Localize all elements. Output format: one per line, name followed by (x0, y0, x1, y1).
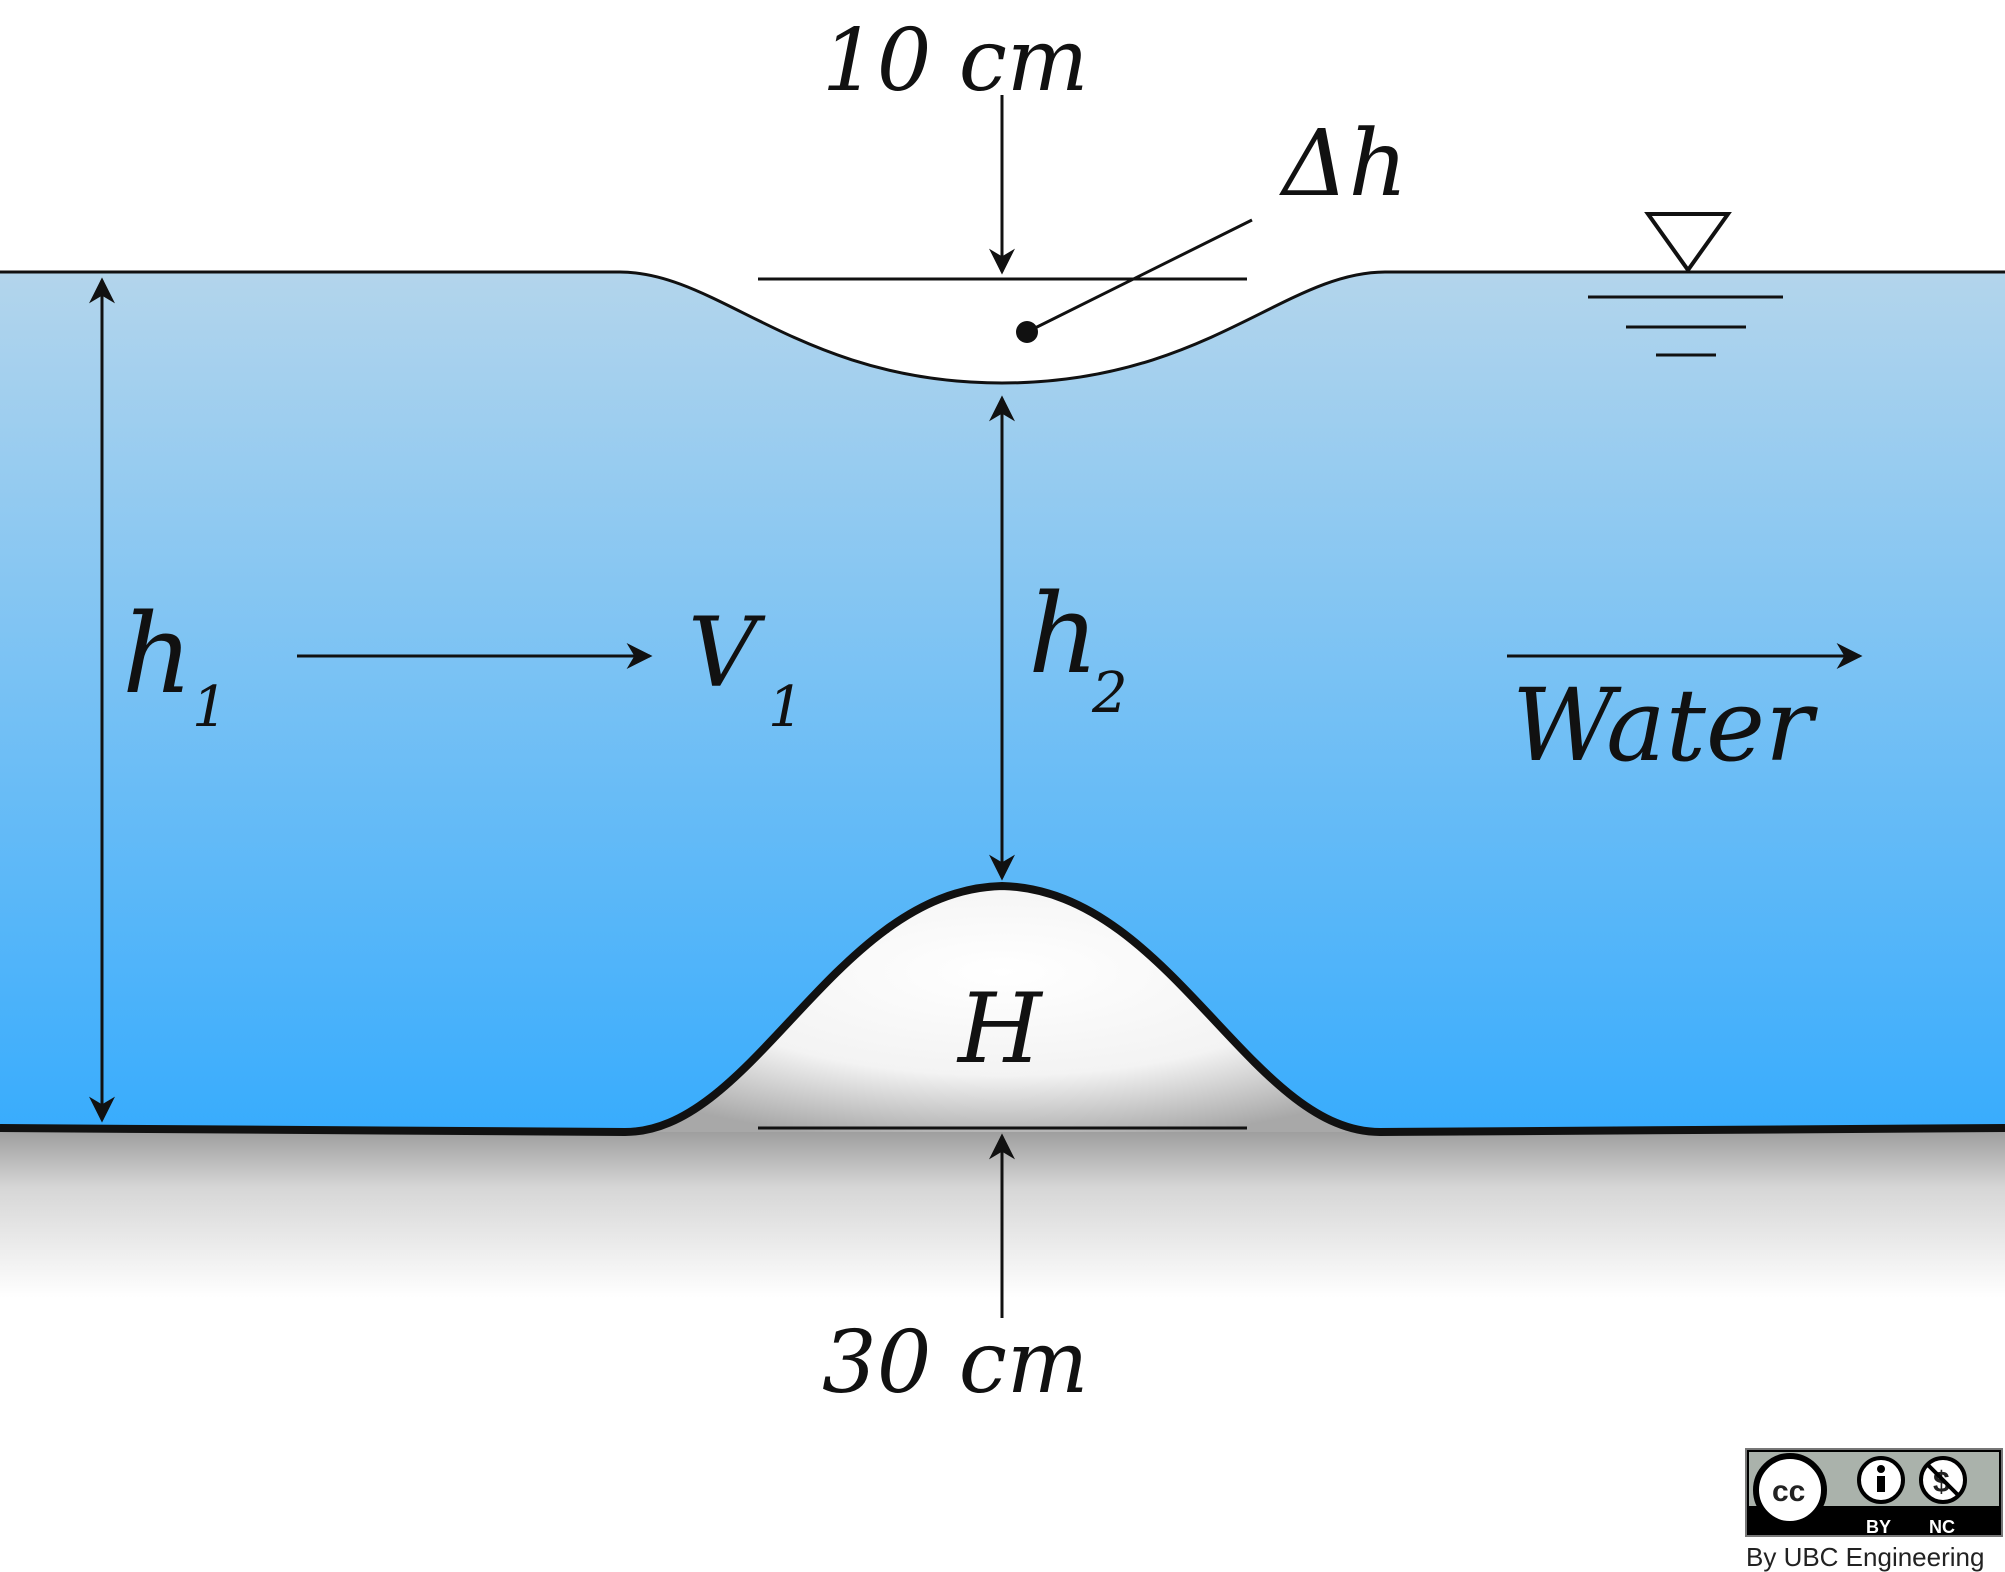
h1-subscript: 1 (192, 675, 228, 740)
h2-subscript: 2 (1091, 661, 1128, 726)
delta-h-leader-line (1026, 218, 1253, 334)
v1-label: V (688, 597, 766, 709)
nc-badge-label: NC (1929, 1517, 1955, 1537)
credit-text: By UBC Engineering (1746, 1542, 1984, 1572)
top-dimension-label: 10 cm (822, 11, 1088, 111)
bump-height-label: H (956, 973, 1044, 1085)
channel-bed-line (0, 881, 2005, 1137)
bump (625, 886, 1380, 1132)
cc-icon-text: cc (1772, 1475, 1805, 1508)
v1-subscript: 1 (768, 675, 804, 740)
h2-label: h (1028, 570, 1099, 698)
free-surface-line (0, 270, 2005, 385)
bottom-dimension-label: 30 cm (822, 1313, 1088, 1413)
water-surface-symbol (1588, 212, 1783, 357)
flow-label: Water (1512, 667, 1818, 784)
license-badge: cc $ BY NC (1745, 1448, 2003, 1537)
cc-icon (1753, 1453, 1827, 1527)
delta-h-label: Δh (1279, 110, 1408, 217)
delta-h-leader-dot (1016, 321, 1038, 343)
by-badge-label: BY (1866, 1517, 1891, 1537)
h1-label: h (122, 590, 193, 718)
